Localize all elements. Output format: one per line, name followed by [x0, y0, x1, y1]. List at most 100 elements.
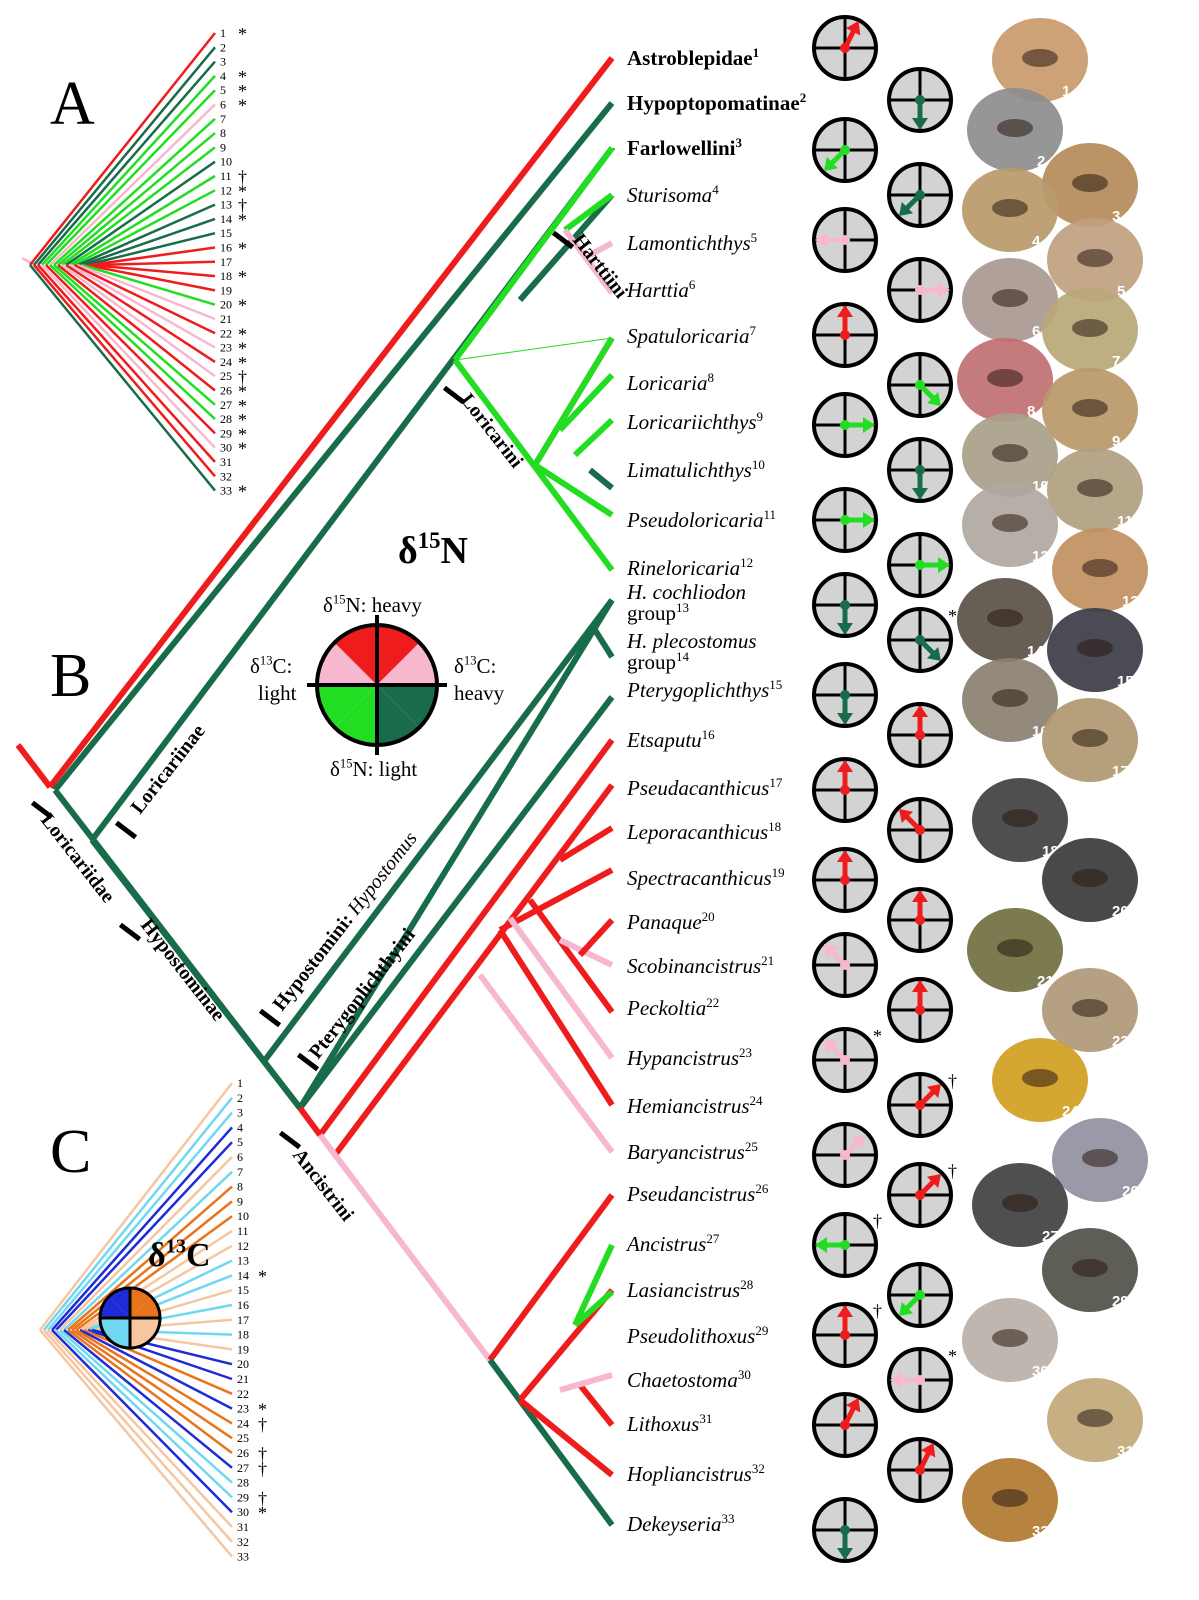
a-tip-label-15: 15: [220, 226, 232, 240]
compass-27: †: [812, 1211, 882, 1278]
a-branch-21: [77, 263, 216, 321]
taxon-name: Panaque: [626, 910, 702, 934]
a-branch-24: [65, 263, 216, 363]
branch-baryancistrus: [477, 973, 615, 1154]
compass-10: [887, 437, 953, 503]
branch-pseudancistrus: [487, 1193, 615, 1362]
taxon-superscript: 29: [755, 1323, 768, 1338]
photo-mouth: [987, 369, 1023, 387]
photo-number: 26: [1122, 1183, 1139, 1200]
c-tip-label-29: 29: [237, 1490, 249, 1504]
taxon-name: Loricariichthys: [626, 410, 757, 434]
a-tip-label-26: 26: [220, 384, 232, 398]
photo-number: 21: [1037, 973, 1054, 990]
photo-number: 1: [1062, 83, 1070, 100]
photo-mouth: [1022, 49, 1058, 67]
taxon-label-14: H. plecostomus: [626, 629, 757, 653]
c-legend-wedge: [130, 1296, 160, 1318]
taxon-label-31: Lithoxus31: [626, 1411, 712, 1436]
compass-dot: [840, 145, 850, 155]
compass-arrow-head: [863, 512, 875, 528]
taxon-superscript: 22: [706, 995, 719, 1010]
tick-pterygoplichthyini: [296, 1052, 320, 1072]
branch-peckoltia: [527, 898, 615, 1014]
isotope-compasses: **††††*: [812, 15, 957, 1563]
a-branch-19: [85, 263, 216, 292]
legend-top-sup: 15: [333, 593, 346, 607]
mouth-photo-29: 29: [1042, 1228, 1138, 1312]
c-branch-31: [47, 1329, 233, 1528]
c-tip-label-2: 2: [237, 1091, 243, 1105]
photo-mouth: [1002, 1194, 1038, 1212]
compass-14: *: [887, 606, 957, 673]
photo-number: 17: [1112, 763, 1129, 780]
compass-arrow-head: [824, 944, 838, 958]
branch-hypostomini: [297, 598, 615, 1110]
c-tip-label-33: 33: [237, 1550, 249, 1564]
a-branch-7: [53, 117, 216, 266]
c-branch-32: [43, 1329, 233, 1543]
compass-arrow-head: [852, 1134, 866, 1148]
compass-arrow-head: [899, 202, 913, 216]
compass-dot: [915, 465, 925, 475]
compass-arrow-head: [845, 21, 861, 36]
compass-9: [812, 392, 878, 458]
taxon-name: Hemiancistrus: [626, 1094, 750, 1118]
legend-right-sup: 13: [464, 654, 477, 668]
mouth-photo-11: 11: [1047, 448, 1143, 532]
branch-loricarini-stem: [532, 336, 615, 467]
compass-30: *: [887, 1346, 957, 1413]
tree-panel-a: 1*234*5*6*7891011†12*13†14*1516*1718*192…: [21, 24, 247, 502]
taxon-superscript: 31: [699, 1411, 712, 1426]
branch-hypostomus-stem: [262, 598, 615, 1062]
a-mark-27: *: [238, 396, 247, 416]
tick-ancistrini: [278, 1130, 302, 1150]
label-ancistrini: Ancistrini: [288, 1145, 358, 1226]
a-branch-4: [41, 75, 216, 266]
a-branch-27: [53, 264, 216, 406]
compass-dot: [915, 825, 925, 835]
compass-24: †: [887, 1071, 957, 1138]
taxon-label-8: Loricaria8: [626, 370, 714, 395]
taxon-name: Harttia: [626, 278, 689, 302]
c-tip-label-23: 23: [237, 1402, 249, 1416]
taxon-label-3: Farlowellini3: [627, 135, 743, 160]
photo-number: 13: [1122, 593, 1139, 610]
taxon-superscript: 5: [751, 230, 758, 245]
compass-dot: [915, 1005, 925, 1015]
taxon-label-33: Dekeyseria33: [626, 1511, 734, 1536]
photo-mouth: [1082, 1149, 1118, 1167]
c-legend-wedge: [108, 1288, 130, 1318]
c-tip-label-13: 13: [237, 1254, 249, 1268]
a-branch-11: [69, 174, 216, 267]
taxon-superscript: 28: [740, 1277, 753, 1292]
compass-arrow-head: [845, 1398, 861, 1413]
c-branch-8: [67, 1185, 233, 1331]
taxon-superscript: 14: [676, 649, 690, 664]
compass-mark: *: [948, 606, 957, 626]
compass-arrow-head: [927, 1174, 941, 1188]
a-tip-label-8: 8: [220, 126, 226, 140]
photo-mouth: [1002, 809, 1038, 827]
a-branch-8: [57, 132, 216, 266]
branch-chaetostoma: [559, 1372, 613, 1393]
mouth-photo-15: 15: [1047, 608, 1143, 692]
a-branch-17: [93, 260, 216, 267]
taxon-label-11: Pseudoloricaria11: [626, 507, 776, 532]
compass-dot: [915, 1375, 925, 1385]
taxon-label-12: Rineloricaria12: [626, 555, 753, 580]
c-tip-label-22: 22: [237, 1387, 249, 1401]
label-loricarini-text: Loricarini: [456, 390, 528, 473]
taxon-name: Lamontichthys: [626, 231, 751, 255]
photo-mouth: [1072, 399, 1108, 417]
compass-dot: [915, 190, 925, 200]
c-tip-label-5: 5: [237, 1135, 243, 1149]
a-mark-16: *: [238, 239, 247, 259]
compass-dot: [840, 1055, 850, 1065]
taxon-label-22: Peckoltia22: [626, 995, 719, 1020]
tick-hypostomini: [258, 1008, 282, 1028]
photo-number: 31: [1117, 1443, 1134, 1460]
c-branch-27: [63, 1329, 233, 1469]
taxon-label-13: H. cochliodon: [626, 580, 746, 604]
c-branch-23: [79, 1328, 233, 1410]
